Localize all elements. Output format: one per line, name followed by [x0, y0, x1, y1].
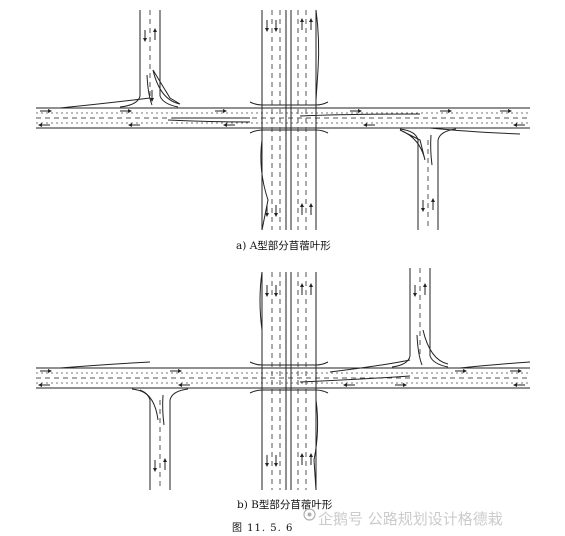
right-branch-a [400, 129, 456, 230]
left-branch-a [120, 10, 180, 107]
bridge-road-b [250, 272, 328, 490]
main-road-a [36, 98, 530, 134]
bridge-road-a [250, 10, 328, 230]
lane-arrows-a [38, 18, 525, 217]
caption-a: a) A型部分苜蓿叶形 [236, 240, 331, 252]
main-road-b [36, 360, 530, 388]
diagram-a [36, 10, 530, 230]
right-branch-b [392, 268, 448, 367]
watermark-text: 企鹅号 公路规划设计格德栽 [318, 510, 503, 528]
diagram-b [36, 268, 530, 490]
figure-label: 图 11. 5. 6 [232, 523, 294, 534]
lane-arrows-b [38, 283, 525, 467]
watermark-logo-icon [303, 508, 316, 521]
left-branch-b [132, 389, 188, 490]
caption-b: b) B型部分苜蓿叶形 [237, 499, 333, 511]
